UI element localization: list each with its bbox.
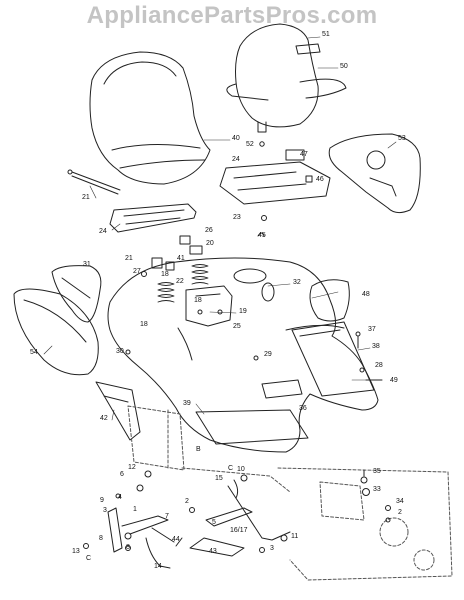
callout-2: 2 [185, 498, 189, 505]
callout-31: 31 [83, 261, 91, 268]
callout-8: 8 [99, 535, 103, 542]
callout-37: 37 [368, 326, 376, 333]
seat-rear[interactable] [226, 23, 347, 133]
callout-18: 18 [140, 321, 148, 328]
fuel-cover[interactable] [309, 279, 350, 322]
callout-19: 19 [239, 308, 247, 315]
callout-9: 9 [100, 497, 104, 504]
fasteners[interactable] [125, 331, 383, 381]
callout-16-17: 16/17 [230, 527, 248, 534]
callout-4: 4 [118, 494, 122, 501]
callout-11: 11 [291, 533, 298, 540]
callout-6: 6 [120, 471, 124, 478]
callout-47: 47 [300, 151, 308, 158]
callout-51: 51 [322, 31, 330, 38]
callout-28: 28 [375, 362, 383, 369]
footrest-54[interactable] [13, 288, 99, 376]
callout-32: 32 [293, 279, 301, 286]
callout-43: 43 [209, 548, 217, 555]
callout-21: 21 [125, 255, 133, 262]
callout-35: 35 [373, 468, 381, 475]
seat-front[interactable] [89, 51, 211, 185]
callout-25: 25 [233, 323, 241, 330]
seat-bracket-right[interactable] [219, 149, 331, 205]
callout-1: 1 [133, 506, 137, 513]
side-console[interactable] [328, 133, 421, 214]
callout-30: 30 [116, 348, 124, 355]
callout-18: 18 [161, 271, 169, 278]
callout-3: 3 [270, 545, 274, 552]
callout-20: 20 [206, 240, 214, 247]
callout-C: C [228, 465, 233, 472]
callout-14: 14 [154, 563, 162, 570]
floor-mat[interactable] [291, 321, 375, 397]
callout-39: 39 [183, 400, 191, 407]
callout-52: 52 [246, 141, 254, 148]
callout-24: 24 [232, 156, 240, 163]
seat-bracket-left[interactable] [109, 203, 197, 233]
leader-lines [43, 36, 397, 421]
callout-33: 33 [373, 486, 381, 493]
callout-27: 27 [133, 268, 141, 275]
callout-38: 38 [372, 343, 380, 350]
callout-54: 54 [30, 349, 38, 356]
callout-8: 8 [126, 544, 130, 551]
callout-22: 22 [176, 278, 184, 285]
cable-rod[interactable] [67, 169, 121, 195]
bracket-42[interactable] [95, 381, 141, 441]
callout-42: 42 [100, 415, 108, 422]
callout-36: 36 [299, 405, 307, 412]
callout-45: 45 [258, 232, 266, 239]
callout-B: B [196, 446, 201, 453]
callout-3: 3 [103, 507, 107, 514]
callout-2: 2 [398, 509, 402, 516]
callout-21: 21 [82, 194, 90, 201]
footrest-31[interactable] [51, 265, 102, 323]
watermark: AppliancePartsPros.com [86, 2, 378, 29]
callout-40: 40 [232, 135, 240, 142]
callout-7: 7 [165, 513, 169, 520]
callout-5: 5 [212, 519, 216, 526]
callout-46: 46 [316, 176, 324, 183]
callout-15: 15 [215, 475, 223, 482]
callout-50: 50 [340, 63, 348, 70]
callout-18: 18 [194, 297, 202, 304]
seat-mount-plate[interactable] [185, 285, 233, 327]
brake-linkage[interactable] [83, 469, 391, 569]
hardware-parts[interactable] [141, 141, 313, 277]
callout-44: 44 [172, 536, 180, 543]
callout-48: 48 [362, 291, 370, 298]
callout-13: 13 [72, 548, 80, 555]
callout-23: 23 [233, 214, 241, 221]
callout-41: 41 [177, 255, 185, 262]
callout-29: 29 [264, 351, 272, 358]
callout-10: 10 [237, 466, 245, 473]
callout-49: 49 [390, 377, 398, 384]
callout-53: 53 [398, 135, 406, 142]
callout-26: 26 [205, 227, 213, 234]
fender-body[interactable] [107, 257, 379, 453]
seat-springs[interactable] [157, 264, 209, 303]
callout-12: 12 [128, 464, 136, 471]
tractor-frame [127, 405, 453, 581]
callout-34: 34 [396, 498, 404, 505]
callout-C: C [86, 555, 91, 562]
floor-mat-left[interactable] [195, 409, 309, 445]
callout-24: 24 [99, 228, 107, 235]
